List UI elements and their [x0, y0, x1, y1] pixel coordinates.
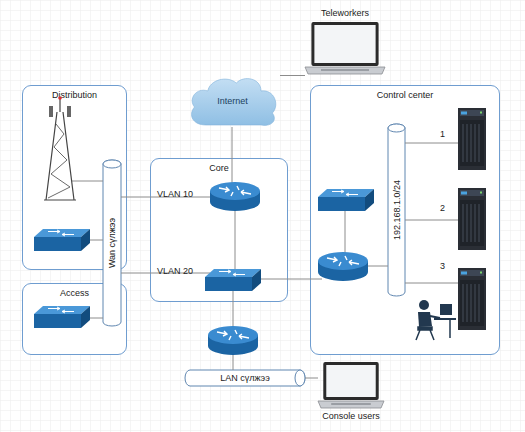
- wire: [405, 220, 459, 221]
- laptop-base: [305, 67, 385, 74]
- laptop-keyboard: [321, 69, 369, 71]
- callout-number: 3: [440, 261, 445, 272]
- chair: [416, 320, 450, 340]
- wire: [233, 352, 234, 370]
- wire: [90, 240, 103, 241]
- wire: [405, 283, 459, 284]
- wire: [72, 181, 103, 182]
- node-label: Distribution: [23, 90, 126, 101]
- cell-tower: [44, 96, 76, 200]
- cylinder-top: [103, 160, 121, 168]
- wire: [90, 318, 103, 319]
- switch-icon: [205, 269, 261, 291]
- router-icon: [210, 182, 260, 211]
- laptop-base: [318, 401, 384, 408]
- server-icon: [458, 268, 486, 330]
- control-center-group: 192.168.1.0/24 Control center: [310, 85, 500, 355]
- callout-number: 1: [440, 129, 445, 140]
- link-line: [305, 378, 318, 379]
- node-label: LAN сүлжээ: [185, 374, 305, 383]
- router-icon: [208, 326, 258, 355]
- network-wires: [72, 127, 459, 370]
- server-icon: [458, 108, 486, 170]
- lan-bus: LAN сүлжээ: [185, 370, 305, 386]
- switch-icon: [318, 189, 374, 211]
- operator-head: [419, 300, 429, 310]
- cylinder-body: [388, 124, 405, 296]
- console-laptop: Console users: [318, 360, 384, 426]
- antenna-panel: [49, 106, 53, 117]
- laptop-keyboard: [331, 403, 371, 405]
- cylinder-top: [388, 124, 405, 132]
- core-group: Core: [150, 158, 288, 302]
- operator-arm: [430, 316, 440, 318]
- wire: [366, 266, 388, 267]
- node-label: Console users: [278, 411, 424, 422]
- laptop-bezel: [311, 22, 378, 66]
- wire: [233, 290, 234, 330]
- vlan-label: VLAN 10: [157, 189, 193, 200]
- wire: [405, 143, 459, 144]
- node-label: Control center: [311, 90, 499, 101]
- wire: [345, 210, 346, 256]
- wire: [232, 127, 233, 186]
- beacon: [58, 96, 62, 100]
- laptop-bezel: [323, 362, 378, 400]
- router-icon: [318, 252, 368, 281]
- tower-mast: [44, 98, 76, 200]
- internet-cloud: Internet: [185, 75, 280, 127]
- server-icon: [458, 188, 486, 250]
- tower-legs: [46, 112, 74, 200]
- node-label: Wan сүлжээ: [108, 218, 117, 268]
- switch-icon: [34, 229, 90, 251]
- vlan-label: VLAN 20: [157, 266, 193, 277]
- wire: [258, 279, 322, 280]
- wire: [235, 205, 236, 272]
- subnet-bus: 192.168.1.0/24: [388, 124, 405, 296]
- laptop-screen: [314, 25, 375, 63]
- antenna-panel: [67, 106, 71, 117]
- teleworker-laptop: Teleworkers: [305, 6, 385, 76]
- node-label: Teleworkers: [265, 8, 425, 19]
- node-label: Internet: [185, 96, 280, 107]
- desk: [434, 318, 456, 320]
- operator-body: [418, 312, 432, 327]
- operator-icon: [416, 300, 456, 340]
- cylinder-body: [103, 160, 121, 326]
- laptop-screen: [326, 365, 375, 397]
- tower-braces: [48, 124, 70, 198]
- callout-number: 2: [440, 203, 445, 214]
- node-label: Core: [151, 163, 287, 174]
- link-line: [280, 75, 305, 76]
- cylinder-end: [295, 370, 305, 386]
- node-label: 192.168.1.0/24: [392, 180, 401, 240]
- monitor: [440, 304, 452, 315]
- wan-bus: Wan сүлжээ: [103, 160, 121, 326]
- cylinder-body: [185, 370, 305, 386]
- switch-icon: [34, 306, 90, 328]
